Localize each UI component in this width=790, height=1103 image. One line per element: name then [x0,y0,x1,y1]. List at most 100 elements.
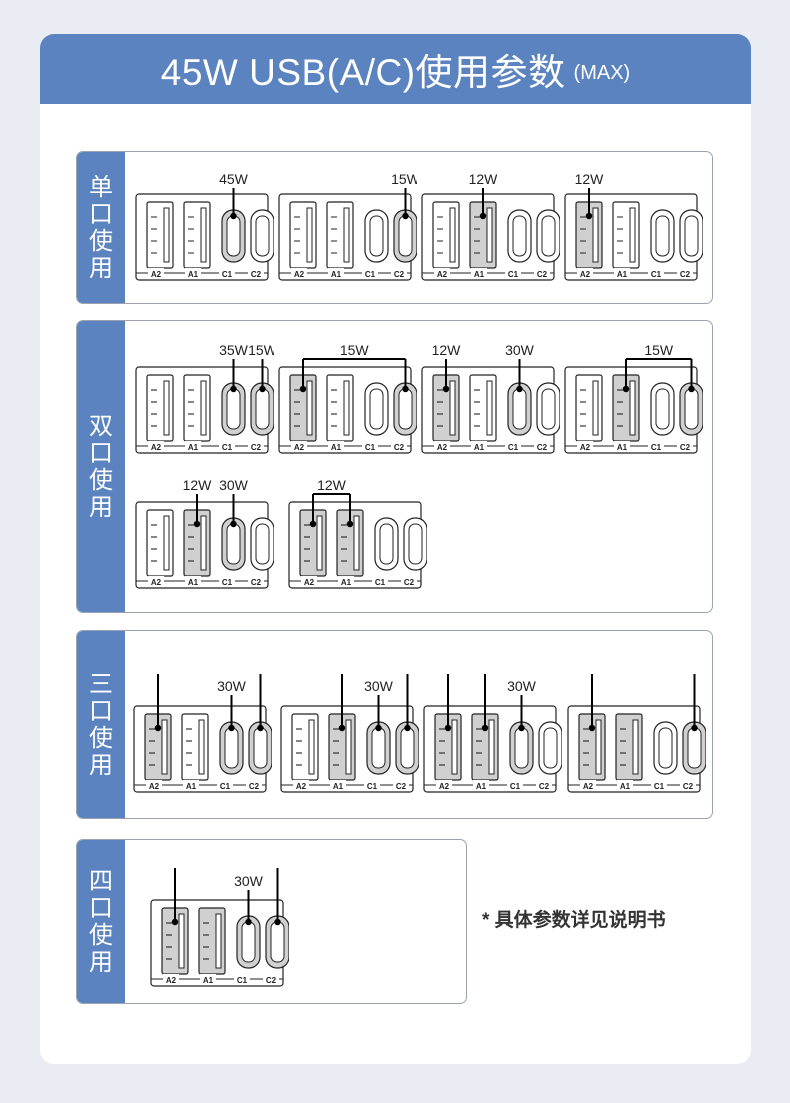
usb-a-tongue [200,380,207,436]
usb-a-tongue [629,207,636,263]
label-bg [328,268,344,278]
label-bg [263,974,279,984]
wattage-label: 30W [217,678,247,694]
wattage-label: 35W [219,342,249,358]
label-bg [534,268,550,278]
label-bg [577,441,593,451]
label-bg [577,268,593,278]
label-bg [330,780,346,790]
label-bg [534,441,550,451]
port-label: A1 [476,782,487,791]
label-bg [183,780,199,790]
label-bg [536,780,552,790]
port-label: A2 [296,782,307,791]
label-bg [471,441,487,451]
port-label: A2 [149,782,160,791]
port-label: C1 [365,270,376,279]
port-label: C1 [654,782,665,791]
label-bg [301,576,317,586]
page-title: 45W USB(A/C)使用参数 [160,52,566,93]
usb-c-inner [398,215,413,257]
label-bg [434,268,450,278]
usb-a-tongue [595,719,602,775]
connector-dot [274,918,281,926]
usb-c-inner [255,523,270,565]
usb-a-tongue [632,719,639,775]
section-quad-port: 四 口 使 用 A2A1C1C215W30W [76,839,467,1004]
usb-a-tongue [353,515,360,571]
label-bg [614,268,630,278]
usb-a-tongue [343,380,350,436]
port-label: A2 [437,443,448,452]
connector-dot [230,520,237,528]
connector-dot [516,385,523,393]
connector-dot [588,724,596,732]
usb-c-inner [255,388,270,430]
section-tab: 单 口 使 用 [77,152,125,303]
usb-a-tongue [308,719,315,775]
port-label: A1 [203,976,214,985]
usb-a-tongue [161,719,168,775]
port-label: C1 [651,270,662,279]
label-bg [293,780,309,790]
label-bg [219,268,235,278]
port-label: A2 [439,782,450,791]
port-label: A1 [188,443,199,452]
usb-c-inner [687,727,702,769]
usb-c-inner [371,727,386,769]
label-bg [614,441,630,451]
label-bg [648,441,664,451]
usb-c-inner [226,388,241,430]
label-bg [436,780,452,790]
port-label: A2 [580,443,591,452]
connector-dot [442,385,450,393]
port-label: C1 [220,782,231,791]
label-bg [217,780,233,790]
connector-dot [518,724,525,732]
port-label: C2 [266,976,277,985]
wattage-label: 12W [575,171,605,187]
port-label: C1 [237,976,248,985]
usb-a-tongue [451,719,458,775]
wattage-label: 30W [219,477,249,493]
wattage-label: 45W [219,171,249,187]
usb-c-inner [514,727,529,769]
port-label: A2 [166,976,177,985]
usb-a-tongue [629,380,636,436]
label-bg [505,441,521,451]
label-bg [291,268,307,278]
label-bg [505,268,521,278]
label-bg [677,441,693,451]
port-label: A2 [580,270,591,279]
port-label: A1 [188,270,199,279]
wattage-label: 30W [505,342,535,358]
connector-dot [375,724,382,732]
section-triple-port: 三 口 使 用 A2A1C1C215W30WA2A1C1C215W30WA2A1… [76,630,713,819]
usb-a-tongue [488,719,495,775]
usb-c-inner [224,727,239,769]
usb-a-tongue [306,207,313,263]
port-label: C2 [539,782,550,791]
usb-c-inner [255,215,270,257]
connector-dot [346,520,354,528]
usb-c-inner [512,215,527,257]
label-bg [248,576,264,586]
label-bg [219,576,235,586]
port-label: C2 [251,578,262,587]
label-bg [163,974,179,984]
label-bg [328,441,344,451]
connector-dot [481,724,489,732]
port-label: A1 [474,443,485,452]
port-label: C2 [394,270,405,279]
port-label: C1 [375,578,386,587]
section-tab: 三 口 使 用 [77,631,125,818]
connector-dot [228,724,235,732]
label-bg [391,441,407,451]
connector-dot [171,918,179,926]
